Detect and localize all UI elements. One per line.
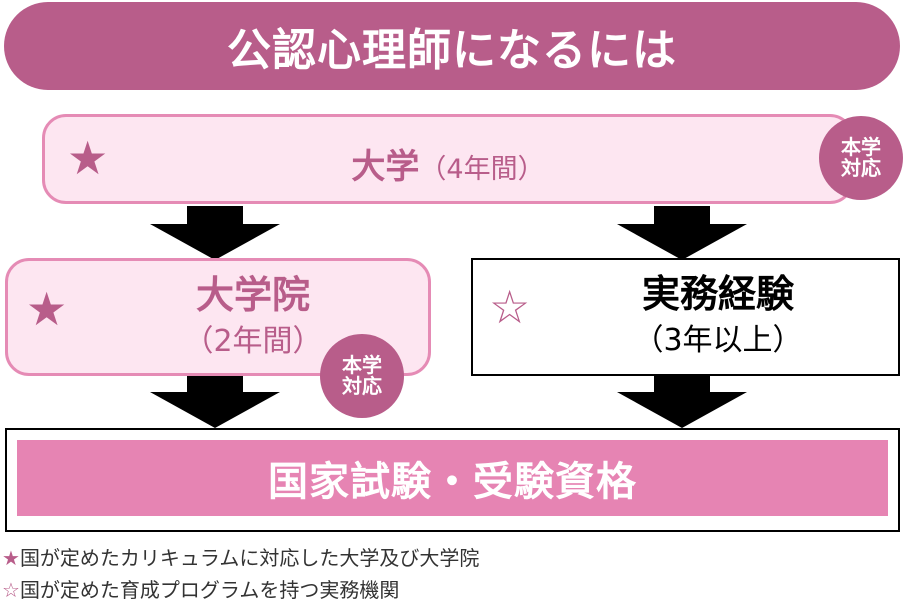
graduate-school-badge: 本学 対応: [320, 334, 404, 418]
badge-line-2: 対応: [841, 156, 881, 180]
badge-line-1: 本学: [841, 135, 881, 159]
work-experience-label: 実務経験: [641, 272, 794, 316]
legend-text: 国が定めたカリキュラムに対応した大学及び大学院: [19, 546, 480, 570]
legend-item: ★国が定めたカリキュラムに対応した大学及び大学院: [2, 546, 479, 570]
university-label: 大学: [351, 147, 420, 187]
filled-star-icon: ★: [26, 282, 68, 336]
outline-star-icon: ☆: [489, 280, 531, 334]
page-title: 公認心理師になるには: [227, 25, 677, 76]
filled-star-icon: ★: [67, 131, 109, 185]
outline-star-icon: ☆: [2, 578, 20, 602]
badge-line-1: 本学: [342, 353, 382, 377]
work-experience-box: ☆ 実務経験 （3年以上）: [471, 258, 900, 376]
down-arrow-icon: [150, 206, 280, 260]
graduate-school-duration: （2年間）: [183, 324, 323, 359]
title-banner: 公認心理師になるには: [4, 2, 900, 90]
down-arrow-icon: [150, 376, 280, 428]
work-experience-duration: （3年以上）: [633, 323, 803, 358]
university-duration: （4年間）: [419, 154, 545, 185]
legend-text: 国が定めた育成プログラムを持つ実務機関: [19, 578, 400, 602]
legend-item: ☆国が定めた育成プログラムを持つ実務機関: [2, 578, 399, 602]
down-arrow-icon: [617, 206, 747, 260]
university-box: ★ 大学（4年間）: [42, 114, 854, 204]
exam-label: 国家試験・受験資格: [268, 459, 637, 505]
graduate-school-box: ★ 大学院 （2年間）: [5, 258, 431, 376]
exam-box: 国家試験・受験資格: [5, 428, 900, 532]
badge-line-2: 対応: [342, 374, 382, 398]
down-arrow-icon: [617, 376, 747, 428]
graduate-school-label: 大学院: [195, 273, 310, 317]
university-badge: 本学 対応: [819, 116, 903, 200]
filled-star-icon: ★: [2, 546, 20, 570]
